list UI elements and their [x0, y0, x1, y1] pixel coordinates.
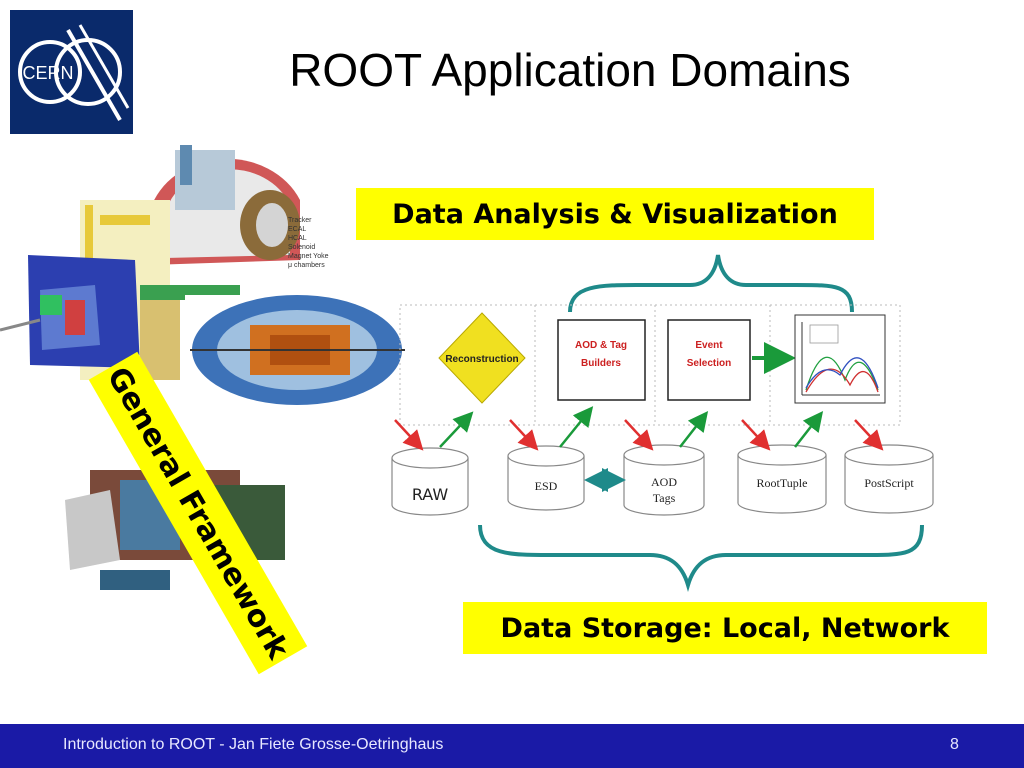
postscript-store: PostScript [844, 444, 934, 514]
logo-text: CERN [22, 63, 73, 83]
event-selection-label-1: Event [695, 340, 723, 351]
aod-label: AOD [651, 475, 677, 489]
event-selection-node: Event Selection [667, 319, 751, 401]
atlas-detector-image [185, 295, 410, 420]
cern-logo: CERN [10, 10, 133, 134]
aod-builders-node: AOD & Tag Builders [557, 319, 646, 401]
aod-builders-label-1: AOD & Tag [575, 340, 627, 351]
analysis-brace [568, 254, 854, 313]
solenoid-label: Solenoid [288, 244, 315, 251]
selection-to-roottuple-arrow [741, 419, 771, 451]
reconstruction-label: Reconstruction [445, 354, 518, 365]
esd-store: ESD [507, 445, 585, 511]
reconstruction-node: Reconstruction [438, 312, 526, 404]
magnet-yoke-label: Magnet Yoke [288, 253, 329, 260]
event-selection-label-2: Selection [687, 358, 731, 369]
aod-to-selection-arrow [679, 411, 709, 448]
analysis-plot-thumbnail [794, 314, 886, 404]
data-storage-label: Data Storage: Local, Network [463, 602, 987, 654]
slide-title: ROOT Application Domains [289, 44, 851, 96]
footer-text: Introduction to ROOT - Jan Fiete Grosse-… [63, 736, 444, 753]
roottuple-to-plot-arrow [794, 411, 824, 448]
aod-builders-label-2: Builders [581, 358, 621, 369]
cms-detector-image: Tracker ECAL HCAL Solenoid Magnet Yoke μ… [140, 140, 330, 280]
tracker-label: Tracker [288, 217, 312, 224]
diagram-frame [399, 304, 901, 426]
ecal-label: ECAL [288, 226, 306, 233]
hcal-label: HCAL [288, 235, 307, 242]
cern-logo-icon: CERN [10, 10, 133, 134]
postscript-label: PostScript [864, 476, 914, 490]
tags-label: Tags [653, 491, 676, 505]
detector-collage: Tracker ECAL HCAL Solenoid Magnet Yoke μ… [0, 140, 410, 595]
reco-to-esd-arrow [509, 419, 539, 451]
alice-detector-image [0, 255, 140, 368]
roottuple-label: RootTuple [757, 476, 808, 490]
esd-to-builders-arrow [559, 406, 594, 448]
footer-bar [0, 724, 1024, 768]
storage-brace [478, 524, 924, 592]
mu-chambers-label: μ chambers [288, 262, 325, 269]
roottuple-store: RootTuple [737, 444, 827, 514]
data-analysis-label: Data Analysis & Visualization [356, 188, 874, 240]
esd-label: ESD [535, 479, 558, 493]
page-number: 8 [950, 736, 959, 753]
raw-to-reco-arrow [439, 411, 474, 448]
builders-to-aod-arrow [624, 419, 654, 451]
aod-tags-store: AOD Tags [623, 444, 705, 516]
plot-to-postscript-arrow [854, 419, 884, 451]
